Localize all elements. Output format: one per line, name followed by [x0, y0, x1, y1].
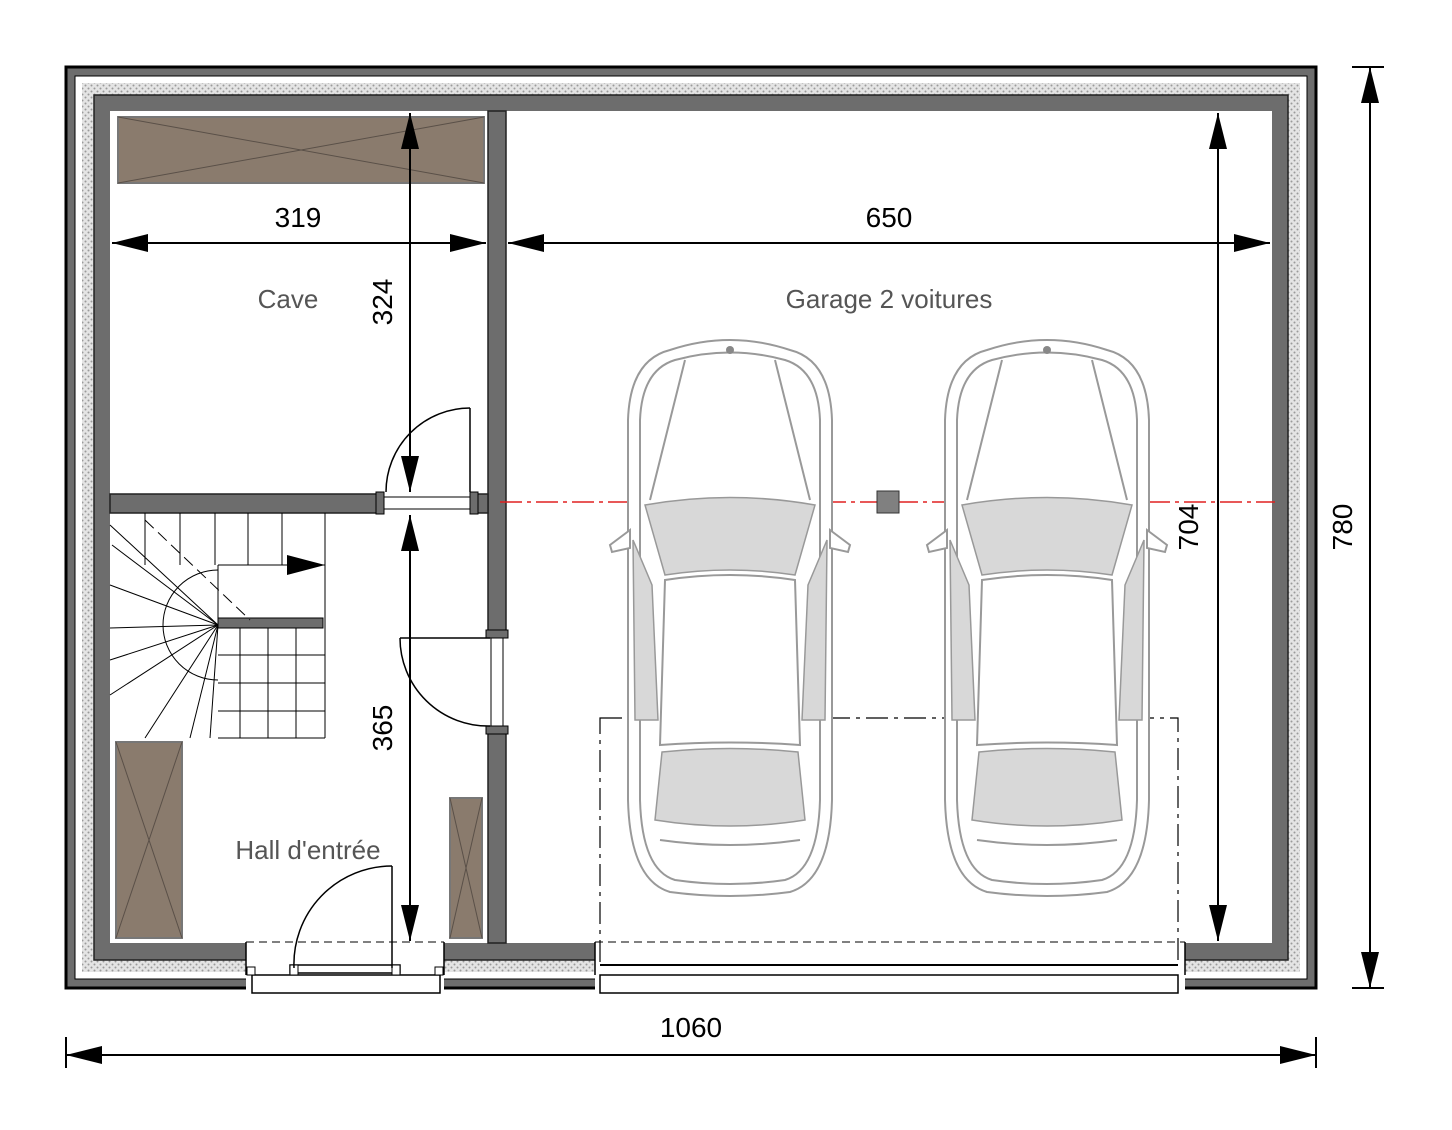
room-label-garage: Garage 2 voitures	[786, 284, 993, 314]
hall-closet-left	[115, 741, 183, 939]
staircase	[109, 513, 326, 739]
dimension-lines	[65, 66, 1384, 1068]
room-label-hall: Hall d'entrée	[235, 835, 380, 865]
room-label-cave: Cave	[258, 284, 319, 314]
floor-drain	[876, 490, 900, 514]
dim-garage-width: 650	[866, 202, 913, 233]
dim-hall-depth: 365	[367, 705, 398, 752]
hall-closet-right	[449, 797, 483, 939]
dim-garage-depth: 704	[1173, 504, 1204, 551]
dim-cave-depth: 324	[367, 279, 398, 326]
dim-total-depth: 780	[1327, 504, 1358, 551]
entrance-door-swing	[293, 865, 393, 969]
cave-shelf	[117, 116, 485, 184]
car-right	[925, 339, 1169, 897]
hall-garage-door	[399, 629, 509, 735]
cave-door	[375, 407, 479, 515]
car-left	[608, 339, 852, 897]
dim-total-width: 1060	[660, 1012, 722, 1043]
garage-door-frame	[594, 717, 1186, 994]
entrance-door-frame	[245, 941, 445, 994]
dim-cave-width: 319	[275, 202, 322, 233]
